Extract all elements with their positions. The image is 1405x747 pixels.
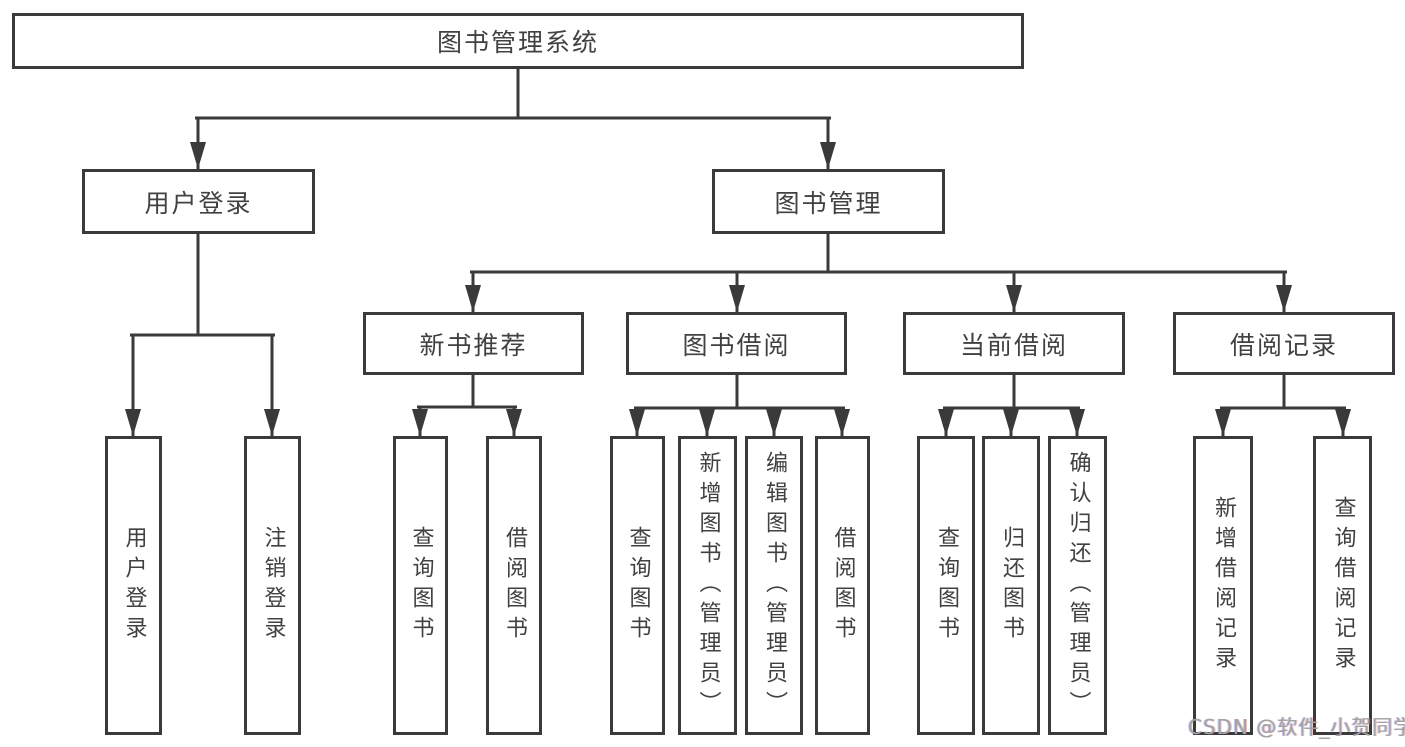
node-leaf-borrow-books: 借阅图书 bbox=[815, 436, 870, 735]
node-label: 图书借阅 bbox=[682, 330, 791, 360]
node-label: 查询图书 bbox=[934, 525, 959, 646]
node-label: 查询借阅记录 bbox=[1330, 495, 1356, 676]
node-book-management: 图书管理 bbox=[712, 169, 945, 234]
node-label: 确认归还（管理员） bbox=[1065, 450, 1091, 721]
node-label: 注销登录 bbox=[260, 525, 286, 646]
node-leaf-user-login: 用户登录 bbox=[105, 436, 162, 735]
node-label: 借阅图书 bbox=[502, 525, 527, 646]
node-label: 用户登录 bbox=[121, 525, 147, 646]
node-leaf-query-borrow-record: 查询借阅记录 bbox=[1313, 436, 1372, 735]
node-leaf-confirm-return-admin: 确认归还（管理员） bbox=[1048, 436, 1107, 735]
node-leaf-query-books-borrowing: 查询图书 bbox=[610, 436, 665, 735]
node-label: 图书管理系统 bbox=[436, 28, 599, 57]
node-label: 新书推荐 bbox=[419, 330, 528, 360]
node-user-login: 用户登录 bbox=[82, 169, 315, 234]
node-leaf-query-books-current: 查询图书 bbox=[917, 436, 975, 735]
node-leaf-logout: 注销登录 bbox=[244, 436, 301, 735]
node-label: 图书管理 bbox=[774, 188, 883, 218]
node-label: 借阅图书 bbox=[830, 525, 856, 646]
node-label: 新增图书（管理员） bbox=[695, 450, 721, 721]
node-current-borrowing: 当前借阅 bbox=[903, 312, 1125, 375]
node-label: 借阅记录 bbox=[1229, 330, 1338, 360]
node-leaf-query-books-recommend: 查询图书 bbox=[393, 436, 448, 735]
node-book-borrowing: 图书借阅 bbox=[626, 312, 847, 375]
node-leaf-borrow-books-recommend: 借阅图书 bbox=[486, 436, 542, 735]
node-label: 归还图书 bbox=[999, 525, 1024, 646]
node-leaf-add-books-admin: 新增图书（管理员） bbox=[678, 436, 737, 735]
node-leaf-add-borrow-record: 新增借阅记录 bbox=[1193, 436, 1253, 735]
node-label: 新增借阅记录 bbox=[1211, 495, 1236, 676]
csdn-watermark: CSDN @软件_小贺同学 bbox=[1188, 715, 1405, 739]
node-label: 当前借阅 bbox=[959, 330, 1068, 360]
node-label: 查询图书 bbox=[408, 525, 434, 646]
node-label: 查询图书 bbox=[625, 525, 651, 646]
node-label: 编辑图书（管理员） bbox=[762, 450, 787, 721]
node-leaf-edit-books-admin: 编辑图书（管理员） bbox=[745, 436, 803, 735]
node-leaf-return-books: 归还图书 bbox=[982, 436, 1040, 735]
node-label: 用户登录 bbox=[144, 188, 253, 218]
node-borrowing-records: 借阅记录 bbox=[1173, 312, 1395, 375]
node-system-root: 图书管理系统 bbox=[12, 13, 1024, 69]
node-new-book-recommend: 新书推荐 bbox=[363, 312, 584, 375]
